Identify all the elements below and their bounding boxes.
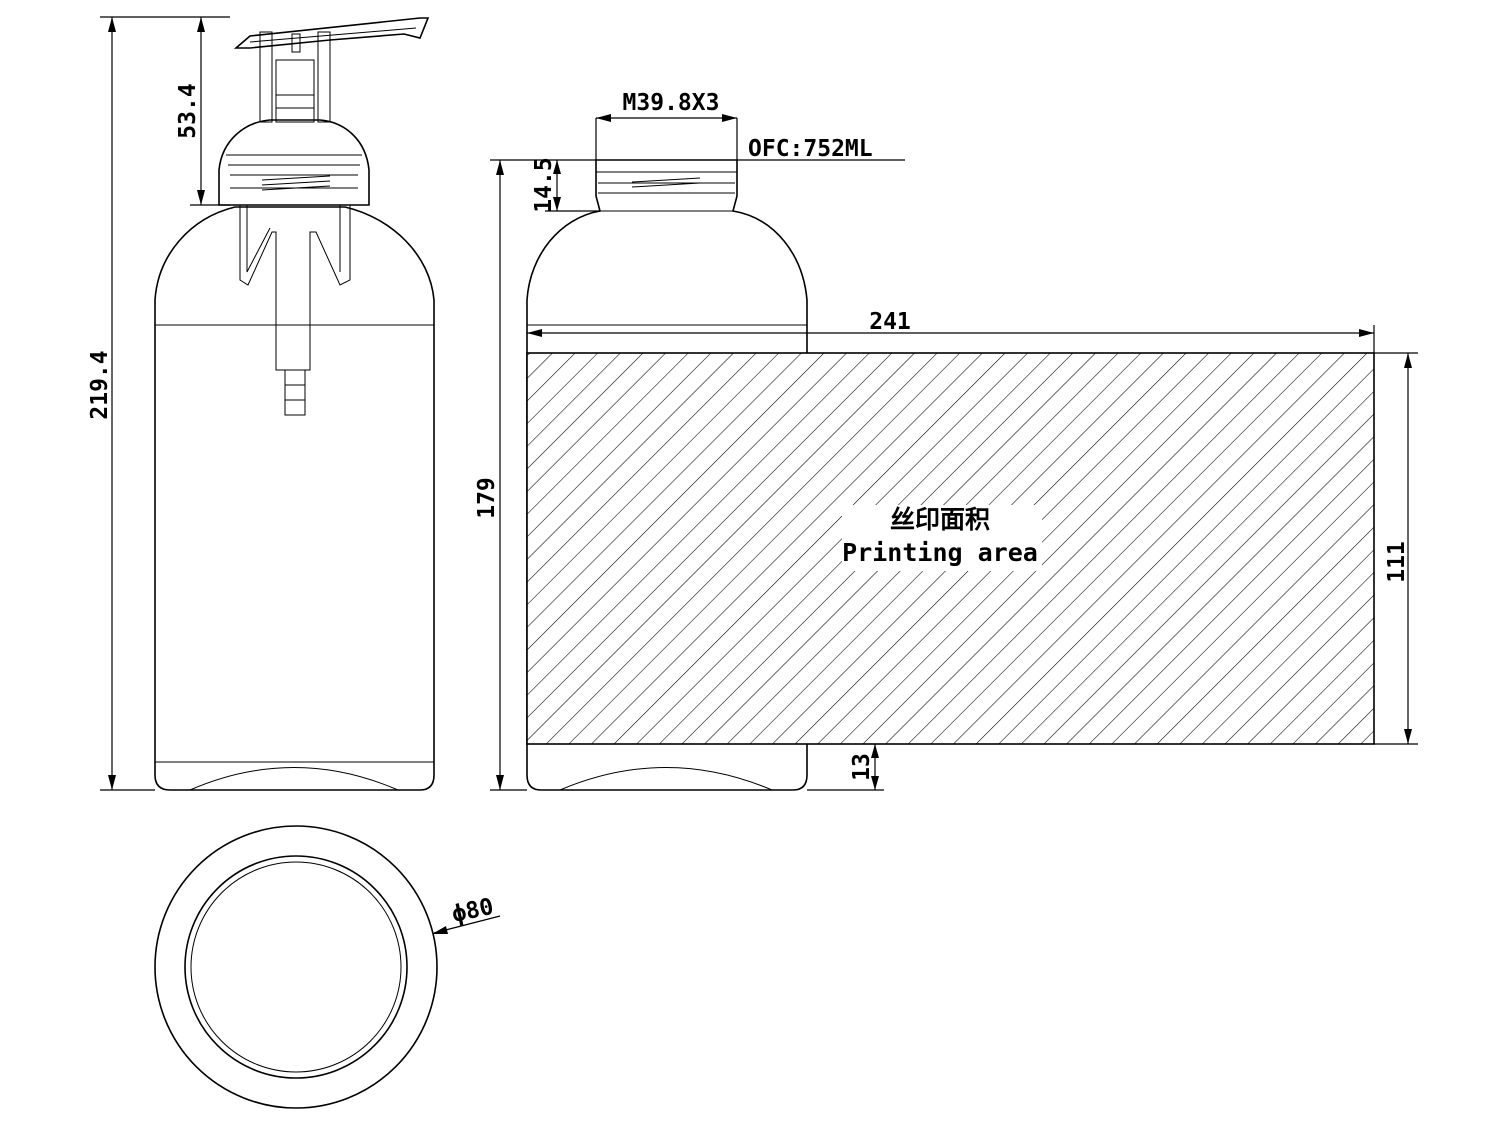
dimension-label-width: 241 [527, 309, 1375, 353]
dimension-neck-finish: M39.8X3 [595, 90, 738, 160]
diameter-label: ϕ80 [450, 894, 496, 928]
neck-height-label: 14.5 [531, 157, 557, 212]
dimension-diameter: ϕ80 [432, 894, 501, 934]
printing-area: 丝印面积 Printing area [526, 352, 1375, 745]
printing-area-label-en: Printing area [842, 538, 1038, 567]
dimension-label-bottom-offset: 13 [807, 744, 884, 791]
bottle-height-label: 179 [474, 477, 500, 519]
label-width-label: 241 [869, 309, 911, 335]
dimension-label-height: 111 [1374, 352, 1418, 745]
capacity-label: OFC:752ML [748, 136, 873, 162]
bottle-bottom-view [154, 825, 438, 1109]
pump-bottle-front-view [154, 17, 435, 791]
dimension-bottle-height: 179 [474, 159, 596, 791]
dimension-pump-height: 53.4 [175, 17, 230, 206]
capacity-callout: OFC:752ML [737, 136, 905, 162]
pump-height-label: 53.4 [175, 83, 201, 138]
dimension-total-height: 219.4 [87, 16, 230, 791]
total-height-label: 219.4 [87, 350, 113, 419]
bottle-side-view [526, 159, 808, 791]
label-height-label: 111 [1384, 541, 1410, 583]
dimension-neck-height: 14.5 [531, 157, 600, 213]
neck-finish-label: M39.8X3 [623, 90, 720, 116]
printing-area-label-cn: 丝印面积 [890, 505, 990, 534]
label-bottom-offset-label: 13 [849, 753, 875, 781]
